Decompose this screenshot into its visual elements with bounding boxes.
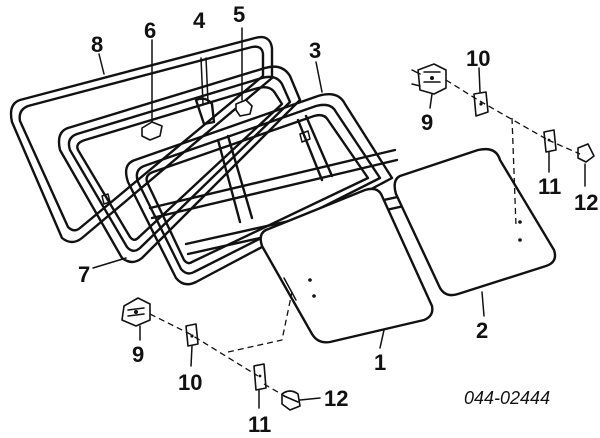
clip-small	[235, 27, 253, 117]
callout-4: 4	[193, 8, 206, 33]
stopper-lower	[281, 390, 301, 411]
glass-left	[259, 187, 434, 344]
hinge-lower	[121, 297, 151, 327]
hinge-plate-lower	[185, 323, 199, 347]
clip	[141, 39, 163, 141]
division-bar-seal	[194, 57, 216, 126]
hinge-upper	[411, 63, 447, 95]
glass-right	[393, 147, 557, 297]
callout-8: 8	[91, 32, 103, 57]
alignment-lines	[149, 79, 581, 399]
callout-3: 3	[309, 38, 321, 63]
callout-10-lower: 10	[178, 370, 202, 395]
callout-5: 5	[233, 2, 245, 27]
callout-7: 7	[78, 262, 90, 287]
leader-lines	[92, 53, 586, 409]
hinge-plate-upper	[473, 91, 489, 117]
stopper-upper	[577, 143, 595, 163]
callout-11-lower: 11	[248, 412, 271, 437]
callout-2: 2	[476, 318, 488, 343]
callout-6: 6	[144, 18, 156, 43]
callout-1: 1	[374, 350, 386, 375]
callout-9-lower: 9	[132, 342, 144, 367]
callout-12-lower: 12	[324, 386, 348, 411]
weatherstrip-inner	[57, 65, 302, 264]
part-code: 044-02444	[464, 388, 550, 408]
callouts: 1 2 3 4 5 6 7 8 9 9 10 10 11 11 12 12	[78, 2, 598, 437]
bracket-lower	[253, 363, 267, 391]
callout-11-upper: 11	[538, 174, 561, 199]
callout-12-upper: 12	[574, 190, 598, 215]
callout-10-upper: 10	[466, 46, 490, 71]
callout-9-upper: 9	[421, 110, 433, 135]
